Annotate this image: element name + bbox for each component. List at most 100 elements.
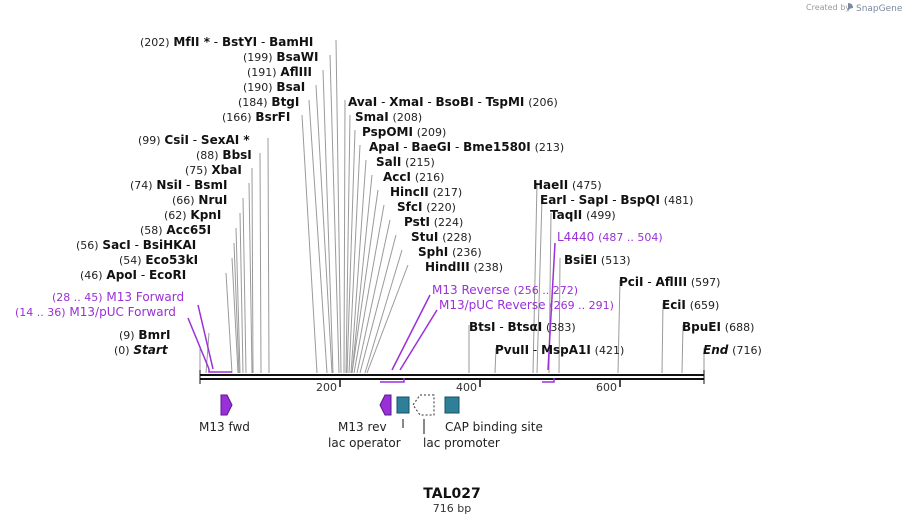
restriction-site[interactable]: (62) KpnI (164, 208, 221, 222)
m13-rev-arrow-icon (379, 394, 392, 416)
restriction-site-label: End (716) (703, 343, 762, 357)
name-separator: - (644, 275, 656, 289)
enzyme-name: BamHI (269, 35, 313, 49)
restriction-site-label: PstI (224) (404, 215, 463, 229)
restriction-site[interactable]: SfcI (220) (397, 200, 456, 214)
restriction-site-label: ApaI - BaeGI - Bme1580I (213) (369, 140, 564, 154)
primer-label[interactable]: L4440 (487 .. 504) (557, 230, 663, 244)
restriction-site-label: PspOMI (209) (362, 125, 446, 139)
m13-reverse-bind (380, 378, 405, 383)
restriction-site[interactable]: BpuEI (688) (682, 320, 754, 334)
restriction-site[interactable]: (74) NsiI - BsmI (130, 178, 227, 192)
restriction-site[interactable]: (9) BmrI (119, 328, 170, 342)
restriction-site[interactable]: StuI (228) (411, 230, 472, 244)
name-separator: - (474, 95, 486, 109)
restriction-site-label: (184) BtgI (238, 95, 299, 109)
restriction-site[interactable]: PstI (224) (404, 215, 463, 229)
restriction-site[interactable]: (66) NruI (172, 193, 227, 207)
lac-promoter-arrow-icon (412, 394, 435, 416)
restriction-site[interactable]: BtsI - BtsαI (383) (469, 320, 576, 334)
restriction-site[interactable]: ApaI - BaeGI - Bme1580I (213) (369, 140, 564, 154)
restriction-site[interactable]: End (716) (703, 343, 762, 357)
restriction-site[interactable]: SmaI (208) (355, 110, 422, 124)
restriction-site[interactable]: (75) XbaI (185, 163, 242, 177)
restriction-site[interactable]: (99) CsiI - SexAI * (138, 133, 250, 147)
site-position: (209) (417, 126, 447, 139)
primer-name: L4440 (557, 230, 594, 244)
enzyme-name: AflIII (655, 275, 687, 289)
l4440-bind (542, 378, 555, 383)
restriction-site[interactable]: HincII (217) (390, 185, 462, 199)
enzyme-name: TaqII (550, 208, 582, 222)
restriction-site[interactable]: HaeII (475) (533, 178, 602, 192)
name-separator: - (424, 95, 436, 109)
site-position: (0) (114, 344, 130, 357)
name-separator: - (210, 35, 222, 49)
site-leader-line (350, 159, 367, 374)
m13-rev-feature[interactable]: M13 rev (338, 394, 392, 434)
restriction-site-label: HincII (217) (390, 185, 462, 199)
m13-fwd-label: M13 fwd (199, 420, 250, 434)
primer-label[interactable]: M13 Reverse (256 .. 272) (432, 283, 578, 297)
restriction-site[interactable]: SphI (236) (418, 245, 482, 259)
restriction-site-label: (75) XbaI (185, 163, 242, 177)
ruler-label-600: 600 (596, 381, 617, 394)
credit-brand: SnapGene (856, 4, 903, 14)
restriction-site-label: (62) KpnI (164, 208, 221, 222)
restriction-site[interactable]: (0) Start (114, 343, 169, 357)
restriction-site[interactable]: (202) MfII * - BstYI - BamHI (140, 35, 313, 49)
restriction-site[interactable]: (88) BbsI (196, 148, 252, 162)
primer-label[interactable]: (14 .. 36) M13/pUC Forward (15, 305, 176, 319)
enzyme-name: SfcI (397, 200, 422, 214)
restriction-site-label: TaqII (499) (550, 208, 616, 222)
restriction-site[interactable]: (58) Acc65I (140, 223, 211, 237)
lac-operator-feature[interactable]: lac operator (328, 396, 410, 450)
restriction-site-label: StuI (228) (411, 230, 472, 244)
site-leader-line (239, 212, 244, 374)
restriction-site[interactable]: PspOMI (209) (362, 125, 446, 139)
restriction-site[interactable]: (184) BtgI (238, 95, 299, 109)
restriction-site[interactable]: (54) Eco53kI (119, 253, 198, 267)
site-position: (224) (434, 216, 464, 229)
restriction-site[interactable]: AccI (216) (383, 170, 444, 184)
restriction-site-label: (190) BsaI (243, 80, 305, 94)
primer-label[interactable]: M13/pUC Reverse (269 .. 291) (439, 298, 614, 312)
restriction-site[interactable]: HindIII (238) (425, 260, 503, 274)
restriction-site[interactable]: BsiEI (513) (564, 253, 631, 267)
restriction-site[interactable]: (56) SacI - BsiHKAI (76, 238, 196, 252)
cap-binding-site-feature[interactable]: CAP binding site (444, 396, 543, 434)
restriction-site-label: EarI - SapI - BspQI (481) (540, 193, 693, 207)
restriction-site[interactable]: EarI - SapI - BspQI (481) (540, 193, 693, 207)
restriction-site-label: HaeII (475) (533, 178, 602, 192)
primer-label[interactable]: (28 .. 45) M13 Forward (52, 290, 184, 304)
restriction-site[interactable]: EciI (659) (662, 298, 719, 312)
restriction-site[interactable]: PvuII - MspA1I (421) (495, 343, 624, 357)
restriction-site[interactable]: (199) BsaWI (243, 50, 319, 64)
restriction-site[interactable]: TaqII (499) (550, 208, 616, 222)
restriction-site-label: PvuII - MspA1I (421) (495, 343, 624, 357)
enzyme-name: EarI (540, 193, 567, 207)
m13-fwd-feature[interactable]: M13 fwd (199, 394, 250, 434)
site-leader-line (322, 69, 334, 374)
name-separator: - (182, 178, 194, 192)
enzyme-name: BsoBI (436, 95, 474, 109)
primer-range: (487 .. 504) (598, 231, 663, 244)
restriction-site[interactable]: PciI - AflIII (597) (619, 275, 720, 289)
site-leader-line (532, 182, 538, 374)
restriction-site[interactable]: (166) BsrFI (222, 110, 290, 124)
restriction-site[interactable]: SalI (215) (376, 155, 435, 169)
site-leader-line (494, 347, 497, 374)
restriction-site[interactable]: (46) ApoI - EcoRI (80, 268, 186, 282)
enzyme-name: PstI (404, 215, 430, 229)
site-leader-line (231, 257, 239, 374)
site-leader-line (558, 257, 561, 374)
restriction-site[interactable]: (190) BsaI (243, 80, 305, 94)
enzyme-name: SacI (102, 238, 130, 252)
restriction-site[interactable]: (191) AflIII (247, 65, 312, 79)
name-separator: - (451, 140, 463, 154)
lac-promoter-feature[interactable]: lac promoter (412, 394, 500, 450)
restriction-site-label: SalI (215) (376, 155, 435, 169)
site-position: (166) (222, 111, 252, 124)
restriction-site[interactable]: AvaI - XmaI - BsoBI - TspMI (206) (348, 95, 558, 109)
site-position: (421) (595, 344, 625, 357)
